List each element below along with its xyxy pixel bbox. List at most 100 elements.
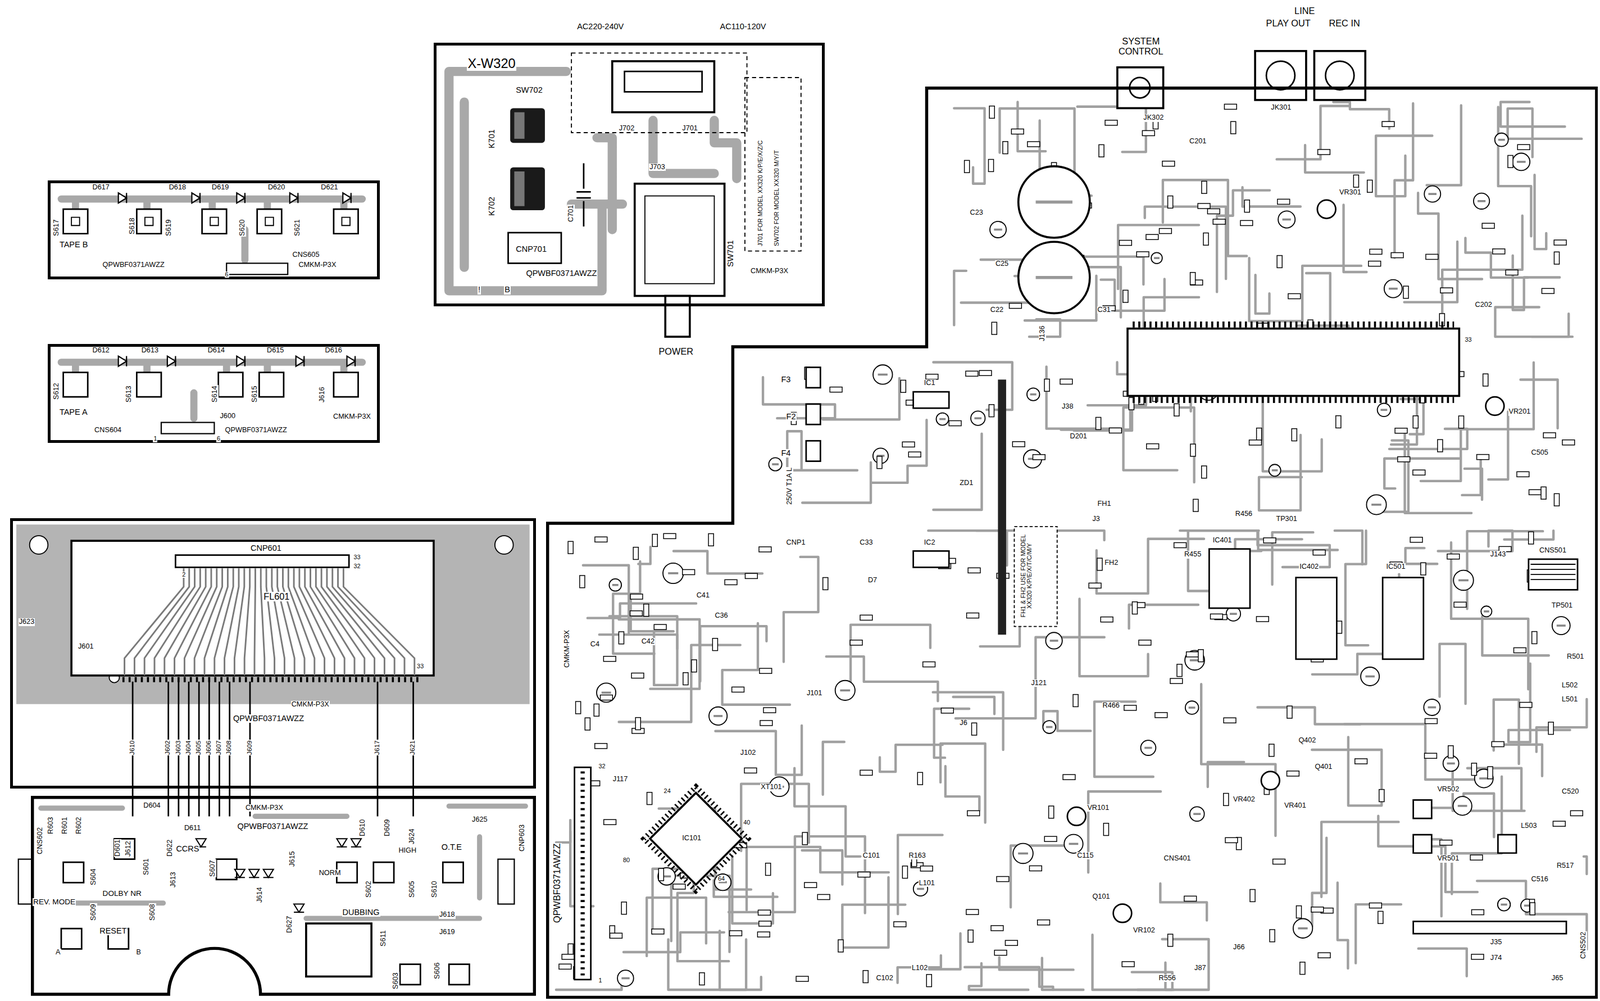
component-label: J616 [318,386,326,404]
resistor-symbol [1027,141,1040,147]
capacitor-symbol [1384,279,1403,298]
resistor-symbol [908,451,921,457]
component-label: QPWBF0371AWZZ [525,269,598,278]
resistor-symbol [1528,531,1534,544]
component-label: CNS602 [36,826,44,855]
resistor-symbol [1516,471,1530,477]
copper-trace [556,978,622,990]
component-label: A [55,948,61,956]
component-label: D609 [383,817,392,836]
capacitor-mark [1046,725,1053,729]
component-label: J615 [288,850,297,868]
copper-trace [583,565,629,634]
component-label: SW701 [726,239,735,268]
resistor-symbol [1543,432,1556,438]
component-label: CNS604 [93,426,122,434]
copper-trace [1258,434,1302,511]
resistor-symbol [1379,789,1385,802]
qfp-package [650,792,742,885]
display-trace [266,567,275,676]
copper-trace [1494,306,1572,337]
resistor-symbol [988,159,994,172]
display-trace [194,567,222,676]
component-label: J35 [1489,938,1503,946]
capacitor-mark [1030,393,1037,396]
resistor-symbol [860,769,873,775]
resistor-symbol [1005,939,1018,945]
component-label: J625 [471,815,489,824]
copper-trace [1500,102,1565,127]
component-label: J701 FOR MODEL XX320 K/P/E/X/Z/C [757,139,764,247]
component-label: CMKM-P3X [244,803,284,812]
component-label: TP301 [1275,515,1298,523]
resistor-symbol [1447,553,1460,559]
component-label: D615 [266,346,285,354]
resistor-symbol [658,867,664,881]
resistor-symbol [1197,203,1211,209]
component-label: R517 [1556,861,1575,870]
component-label: J603 [174,739,182,756]
component-label: J618 [438,910,456,918]
component-label: VR501 [1436,854,1460,862]
resistor-symbol [902,865,908,879]
resistor-symbol [893,921,907,927]
resistor-symbol [1382,121,1395,127]
component-label: 250V T1A L [785,466,794,506]
capacitor-symbol [1278,210,1295,228]
resistor-symbol [673,883,686,889]
copper-trace [556,819,571,843]
component-label: J623 [18,617,36,626]
resistor-symbol [603,819,617,825]
display-trace [338,567,405,676]
resistor-symbol [1174,542,1187,548]
component-label: CNS401 [1163,854,1192,862]
board-label: TAPE B [58,240,89,249]
resistor-symbol [633,547,639,560]
component-label: K702 [487,196,497,217]
component-label: XT101 [760,783,783,791]
copper-trace [802,850,843,885]
copper-trace [1077,106,1147,153]
resistor-symbol [567,541,574,554]
component-label: ZD1 [958,479,974,487]
component-label: C701 [567,203,575,222]
resistor-symbol [683,672,689,685]
component-label: J608 [225,739,233,756]
copper-trace [783,556,819,662]
capacitor-mark [1297,926,1308,930]
component-label: S611 [379,929,388,947]
capacitor-symbol [708,706,727,725]
resistor-symbol [823,577,829,590]
capacitor-mark [1271,469,1279,472]
component-label: IC1 [923,379,936,387]
component-label: CNP603 [518,823,526,852]
switch-pads [61,838,470,985]
copper-trace [823,378,900,420]
component-label: S621 [293,219,302,238]
resistor-symbol [876,456,883,469]
resistor-symbol [610,932,623,938]
resistor-symbol [1210,613,1224,619]
fuse [806,440,821,461]
component-label: J621 [408,739,416,756]
capacitor-mark [1229,612,1238,615]
resistor-symbol [1201,180,1207,194]
resistor-symbol [1190,443,1196,457]
resistor-symbol [1105,120,1118,126]
resistor-symbol [850,639,863,645]
capacitor-mark [1380,408,1388,411]
resistor-symbol [1223,717,1236,723]
resistor-symbol [1391,252,1404,258]
capacitor-symbol [989,221,1007,238]
capacitor-symbol [1452,796,1472,815]
resistor-symbol [1394,428,1408,434]
copper-trace [1311,737,1382,806]
resistor-symbol [1532,631,1538,644]
copper-trace [668,938,747,990]
resistor-symbol [1167,196,1174,209]
resistor-symbol [802,832,808,845]
heat-sink [997,379,1007,635]
capacitor-mark [993,228,1003,231]
copper-trace [1333,102,1389,129]
switch-pads [63,208,359,234]
